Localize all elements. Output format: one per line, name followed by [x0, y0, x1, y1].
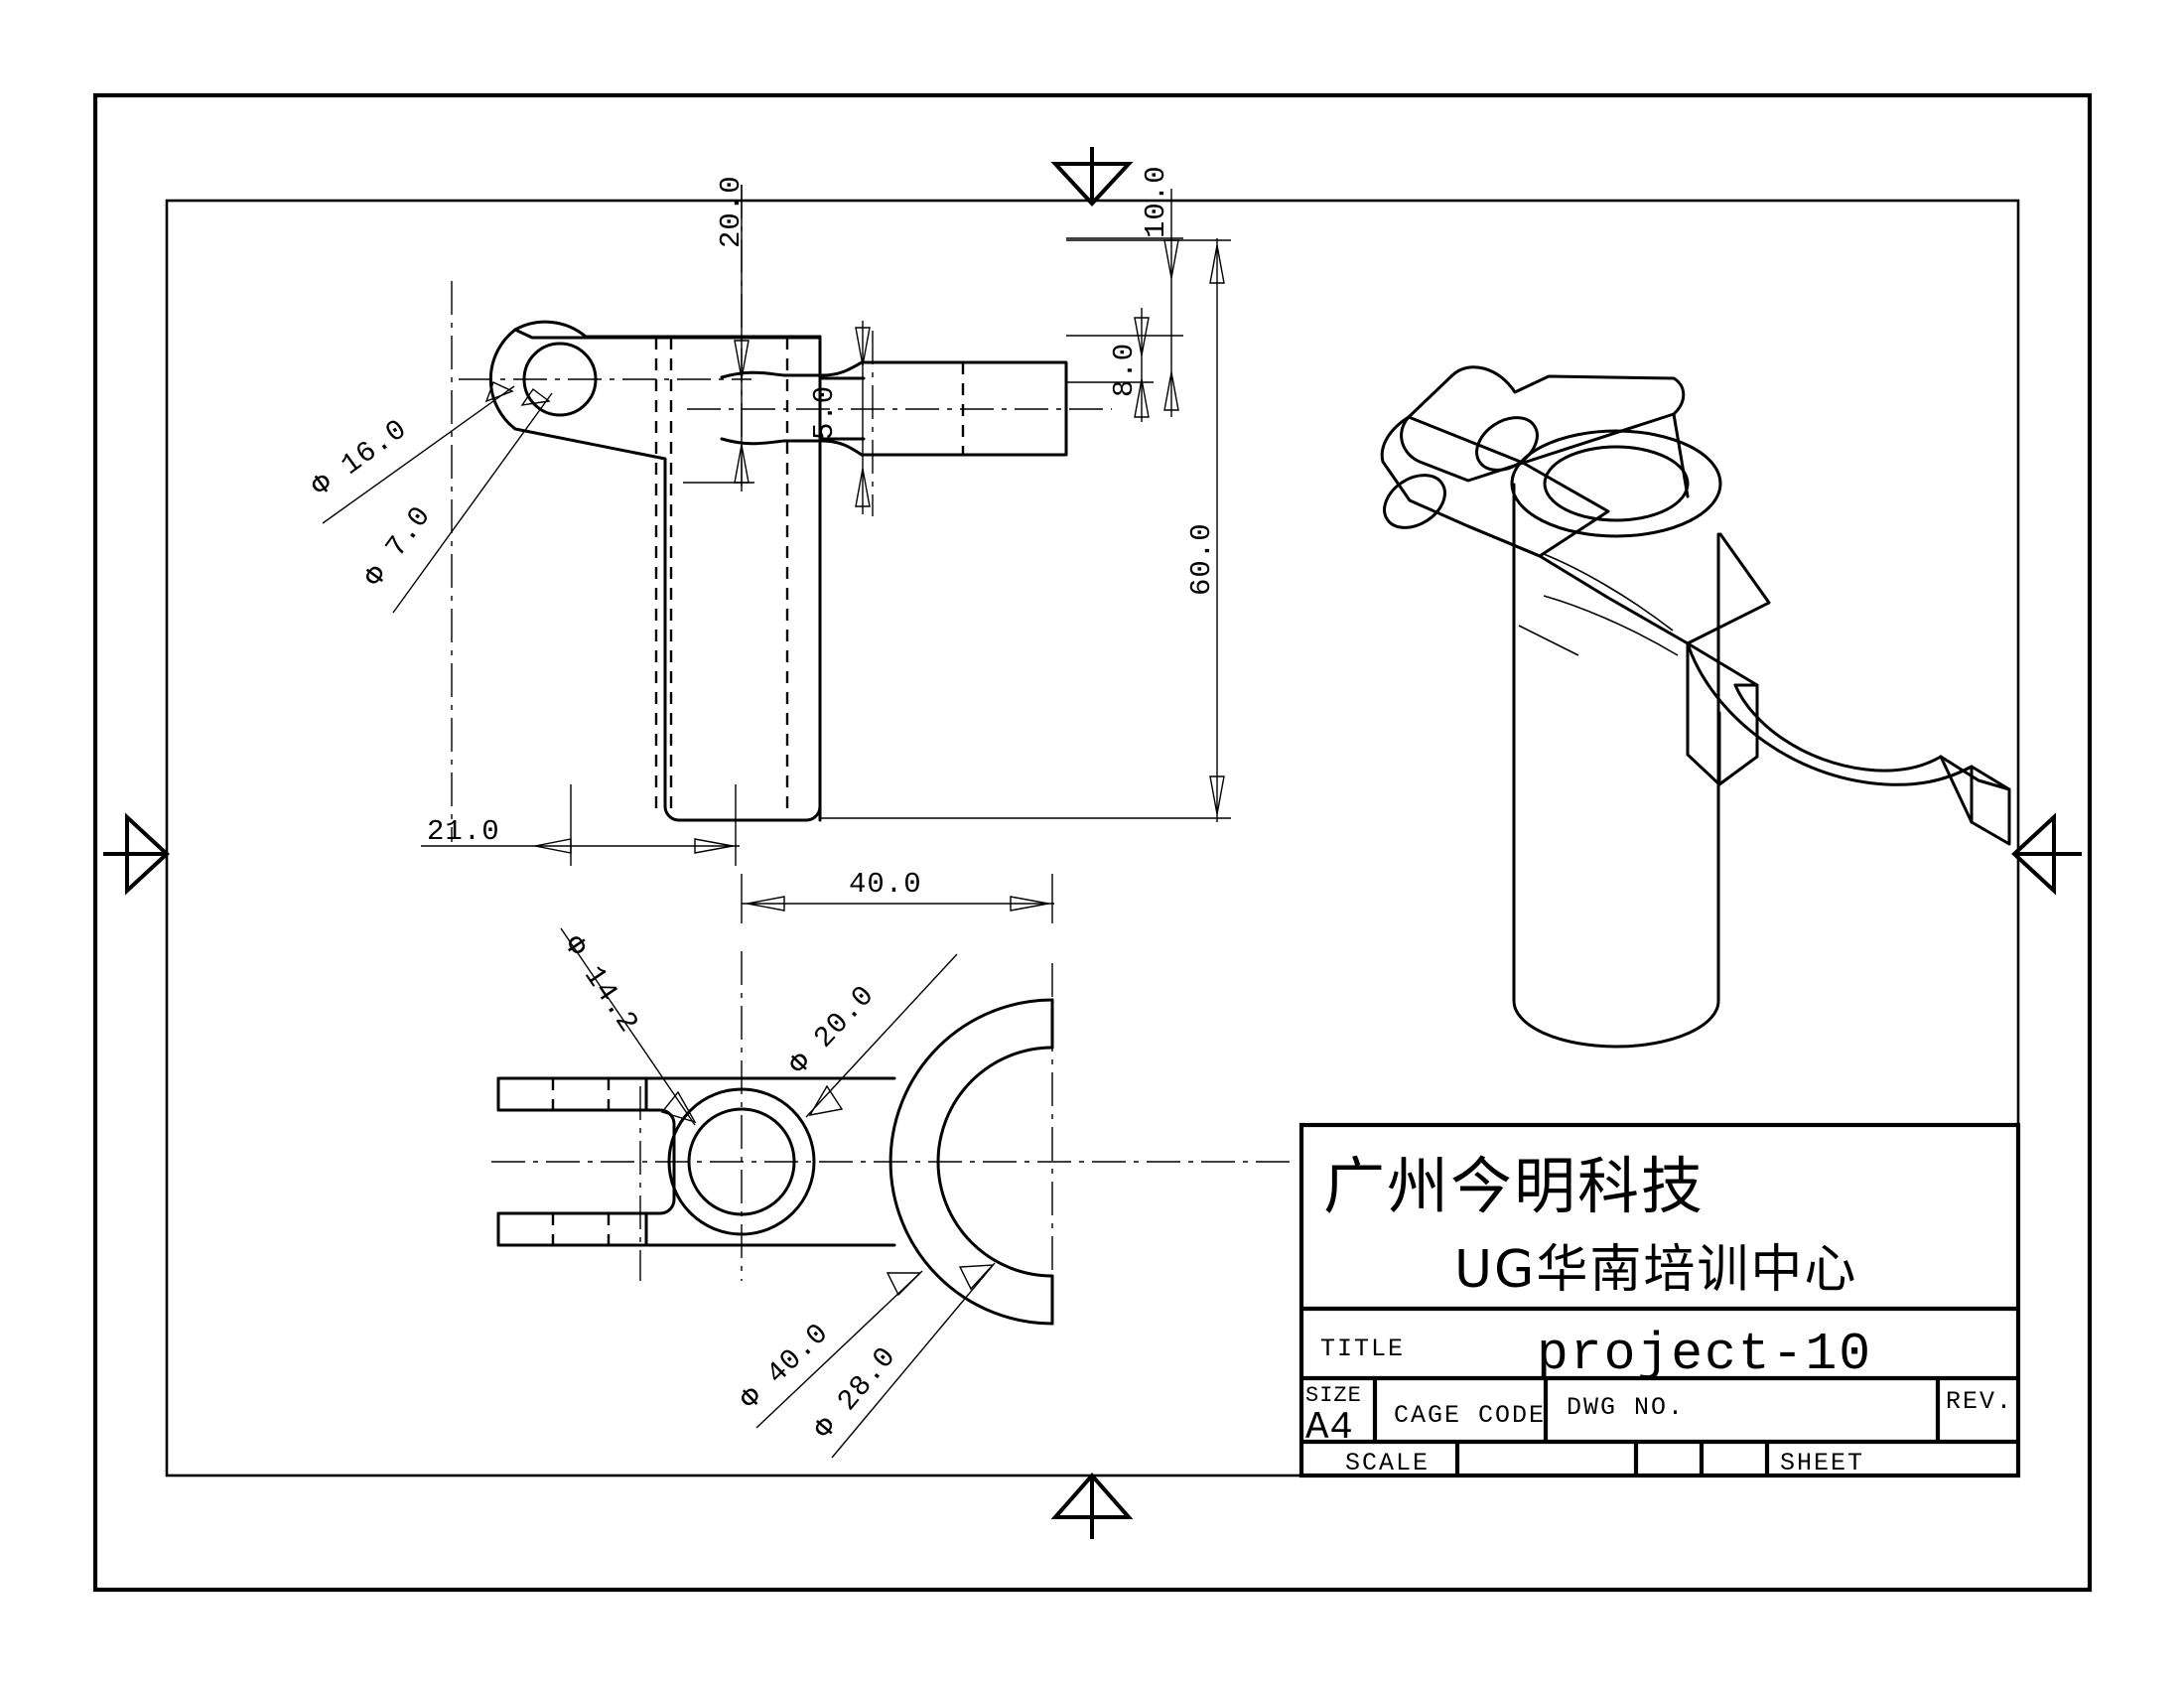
front-lug-bore: [522, 342, 598, 417]
alignment-marker-top: [1050, 147, 1134, 207]
title-block-frame: [1298, 1122, 2021, 1478]
alignment-marker-bottom: [1050, 1472, 1134, 1539]
dim-8-0: 8.0: [1066, 308, 1154, 422]
scale-label: SCALE: [1345, 1449, 1430, 1477]
front-body-outline: [488, 328, 822, 822]
dim-20-0: 20.0: [683, 175, 754, 487]
dim-21-0: 21.0: [421, 784, 740, 866]
iso-boss-bore-ellipse: [1543, 445, 1690, 522]
title-label: TITLE: [1320, 1335, 1405, 1363]
dim-40-0-horizontal-text: 40.0: [849, 868, 922, 901]
alignment-marker-right: [2011, 812, 2082, 896]
dim-dia-20-0-text: Φ 20.0: [782, 979, 881, 1081]
bottom-fork-inner-upper: [644, 1108, 676, 1126]
bottom-fork-upper-prong: [496, 1076, 648, 1112]
iso-body-shelf: [1466, 524, 1771, 645]
title-block: 广州今明科技 UG华南培训中心 TITLE project-10 SIZE A4…: [1298, 1122, 2021, 1478]
dim-10-0-text: 10.0: [1140, 165, 1172, 238]
dim-60-0: 60.0: [820, 238, 1231, 822]
dim-dia-7-0-text: Φ 7.0: [358, 499, 439, 593]
iso-surface-break-1: [1543, 553, 1674, 632]
rev-label: REV.: [1946, 1387, 2013, 1416]
bottom-plan-view: 40.0 Φ 14.2 Φ 20.0 Φ 40.0 Φ 28.0: [491, 868, 1297, 1459]
dwg-no-label: DWG NO.: [1567, 1393, 1685, 1422]
dim-dia-14-2-text: Φ 14.2: [557, 930, 645, 1040]
iso-hook-root-block: [1686, 641, 1759, 786]
iso-hook-outer-curve: [1686, 641, 1974, 786]
size-value: A4: [1305, 1406, 1354, 1450]
dim-60-0-text: 60.0: [1185, 522, 1218, 596]
iso-hook-tip-face-edge: [1939, 755, 2011, 791]
dim-10-0: 10.0: [1066, 165, 1183, 417]
iso-hook-tip-block: [1970, 765, 2011, 846]
front-hook-arm-lower: [720, 437, 890, 457]
dim-5-0-text: 5.0: [808, 385, 841, 440]
dim-40-0-horizontal: 40.0: [741, 868, 1054, 923]
bottom-hook-outer-arc: [888, 998, 1054, 1326]
iso-plate-back-edge: [1672, 412, 1690, 498]
company-name-line2: UG华南培训中心: [1454, 1240, 1857, 1300]
size-label: SIZE: [1305, 1383, 1362, 1408]
dim-5-0: 5.0: [808, 321, 871, 514]
alignment-marker-left: [103, 812, 170, 896]
front-lug-top-arc: [513, 320, 822, 339]
dim-dia-16-0-text: Φ 16.0: [306, 413, 414, 504]
sheet-label: SHEET: [1780, 1449, 1864, 1477]
front-hook-arm-upper: [720, 360, 890, 379]
dim-21-0-text: 21.0: [427, 815, 500, 848]
iso-clevis-upper-plate: [1400, 365, 1686, 483]
iso-surface-break-3: [1518, 625, 1579, 656]
title-value: project-10: [1537, 1325, 1872, 1384]
front-hook-end-block: [887, 360, 1068, 457]
bottom-boss-inner-circle: [687, 1107, 796, 1216]
bottom-hook-inner-arc: [936, 1046, 1054, 1278]
iso-lower-arm-hole: [1383, 474, 1446, 529]
dim-dia-20-0: Φ 20.0: [782, 953, 958, 1118]
iso-clevis-lower-arm: [1380, 415, 1610, 558]
bottom-fork-lower-prong: [496, 1211, 648, 1247]
dim-dia-14-2: Φ 14.2: [557, 927, 697, 1126]
dim-20-0-text: 20.0: [715, 175, 748, 248]
dim-8-0-text: 8.0: [1108, 343, 1141, 397]
isometric-pictorial-view: [1380, 365, 2011, 1049]
cage-code-label: CAGE CODE: [1394, 1401, 1546, 1430]
bottom-boss-hidden-arc: [667, 1087, 743, 1236]
iso-surface-break-2: [1543, 595, 1679, 656]
iso-cylinder-body: [1512, 483, 1720, 1049]
iso-hook-tip-bottom: [1939, 755, 1974, 824]
bottom-fork-inner-lower: [644, 1197, 676, 1215]
company-name-line1: 广州今明科技: [1323, 1150, 1705, 1222]
iso-hook-inner-curve: [1733, 683, 1943, 773]
sheet-outer-border: [92, 92, 2093, 1593]
front-elevation-view: 20.0 5.0 10.0 8.0: [306, 165, 1231, 866]
iso-boss-top-outer-ellipse: [1510, 429, 1722, 538]
